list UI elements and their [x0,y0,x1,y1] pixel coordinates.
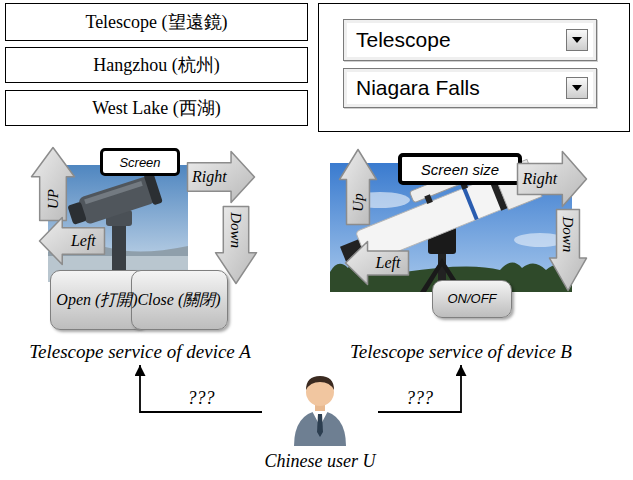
caption-text: Chinese user U [265,451,376,472]
telescope-highlight [84,181,143,204]
device-panel: Telescope service of device A UP ScreenRig… [8,143,272,365]
node-text: Right [192,169,227,185]
dropdown-triangle [572,85,582,91]
arrow-shape [338,148,378,226]
node-text: Down [229,212,244,248]
node-text: Hangzhou (杭州) [93,53,219,77]
node-text: Left [376,255,401,271]
telescope-post [112,222,126,276]
arrow-outline [550,210,587,291]
caption-text: Telescope service of device B [350,341,572,363]
user-tie [317,414,323,437]
node-text: Screen [119,155,160,170]
finder-ring [424,194,433,204]
node-text: Right [523,171,558,187]
screen-label: Screen size [398,153,522,185]
arrow-shape [30,146,76,222]
push-button: ON/OFF [432,280,512,318]
arrow-button: Right [516,150,588,208]
arrow-button: Left [38,216,106,266]
connector-arrow [378,365,461,412]
user-body [294,410,346,446]
node-text: Close (關閉) [137,291,220,309]
arrow-outline [518,152,587,207]
node-text: ON/OFF [447,292,496,307]
caption-text: Telescope service of device A [29,341,251,363]
dropdown-triangle [572,37,582,43]
arrow-outline [346,242,409,285]
arrow-button: Down [548,208,588,292]
telescope-eyepiece [67,202,86,225]
dropdown-menu: Niagara Falls [343,68,597,108]
edge-label: ??? [186,388,217,409]
connector-arrow [140,365,262,412]
arrow-outline [188,152,255,203]
node-text: Up [351,193,366,211]
node-text: UP [46,189,61,209]
node-text: Telescope (望遠鏡) [85,10,227,34]
sky [48,165,188,282]
arrow-button: Left [344,240,410,286]
node-text: Screen size [421,161,499,178]
label-box: Telescope (望遠鏡) [5,3,308,41]
user-hair [306,376,334,390]
node-text: Left [71,233,96,249]
arrow-button: Right [186,150,256,204]
node-text: Telescope [356,28,451,52]
device-panel: Telescope service of device B Up Screen si… [322,143,600,365]
arrow-outline [32,148,75,221]
dropdown-button [566,29,588,51]
screen-label: Screen [100,148,180,176]
node-text: Niagara Falls [356,76,480,100]
label-box: West Lake (西湖) [5,90,308,126]
user-icon [294,376,346,446]
push-button: Close (關閉) [131,270,228,330]
node-text: Down [561,216,576,252]
telescope-body [66,172,163,231]
dropdown-menu: Telescope [343,19,597,61]
telescope-lens [143,172,162,206]
settings-panel: TelescopeNiagara Falls [318,3,630,132]
dropdown-button-face [567,78,588,99]
arrow-button: Up [338,148,378,226]
dropdown-button-face [567,30,588,51]
dropdown-button [566,77,588,99]
label-box: Hangzhou (杭州) [5,47,308,83]
tube-stripe [462,187,478,220]
node-text: Open (打開) [56,291,137,309]
user-node: Chinese user U [262,372,378,474]
arrow-outline [40,218,105,265]
node-text: West Lake (西湖) [92,96,221,120]
arrow-button: UP [30,146,76,222]
telescope-photo-a [48,165,188,282]
arrow-outline [340,150,377,225]
edge-label: ??? [404,388,435,409]
telescope-housing [78,176,157,225]
